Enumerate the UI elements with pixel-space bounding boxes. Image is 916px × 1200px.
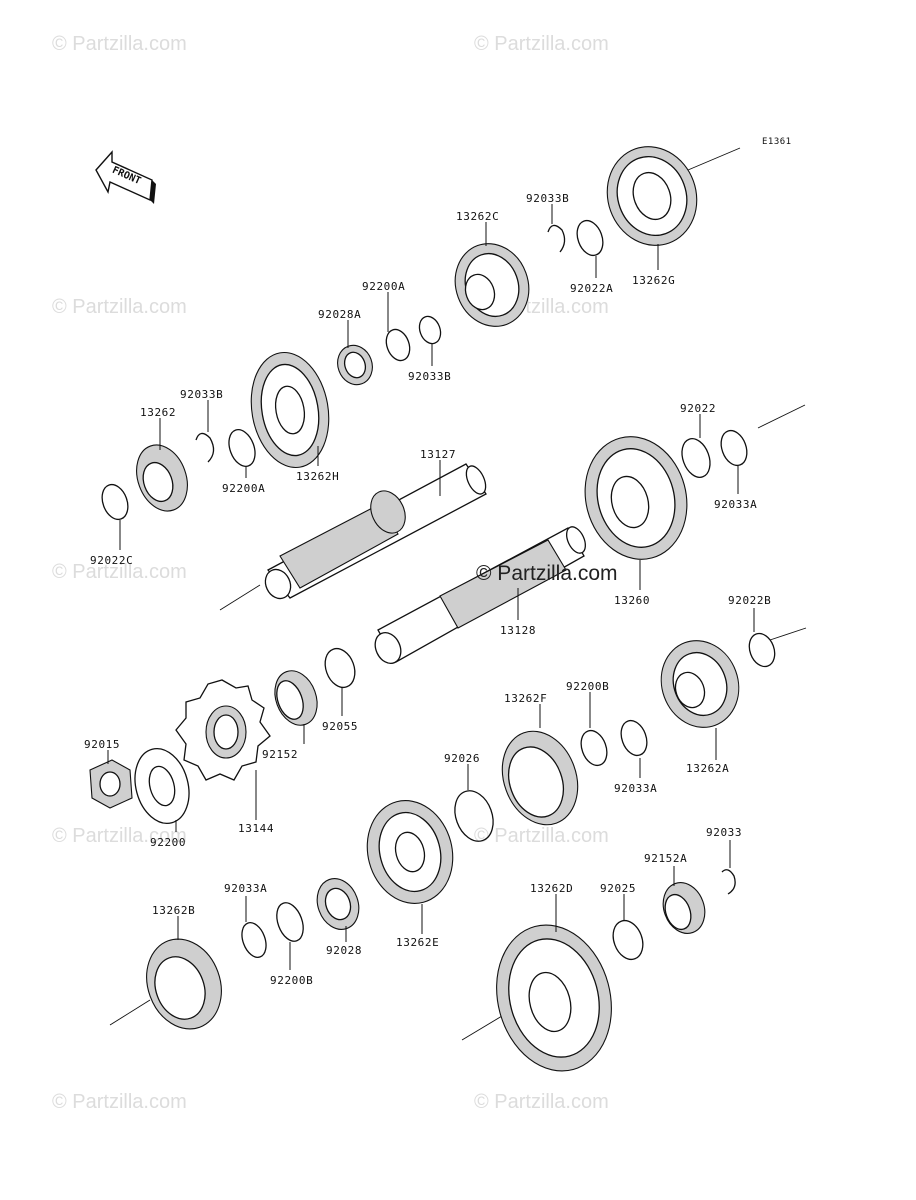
diagram-code: E1361 — [762, 137, 792, 147]
part-label[interactable]: 92200B — [566, 680, 609, 693]
watermark: © Partzilla.com — [474, 825, 609, 847]
part-label[interactable]: 92033B — [180, 388, 223, 401]
gear-13262d[interactable] — [481, 912, 627, 1084]
collar-92152a[interactable] — [656, 877, 711, 940]
watermark: © Partzilla.com — [52, 561, 187, 583]
washer-92025[interactable] — [608, 916, 648, 963]
part-label[interactable]: 92152A — [644, 852, 687, 865]
circlip-92033b-left[interactable] — [195, 432, 215, 463]
part-label[interactable]: 92033 — [706, 826, 742, 839]
gear-13262h[interactable] — [243, 346, 338, 473]
leader-lines — [107, 204, 755, 970]
part-label[interactable]: 92022C — [90, 554, 133, 567]
washer-92022c[interactable] — [98, 481, 133, 523]
circlip-92033b-top[interactable] — [547, 224, 566, 253]
part-label[interactable]: 13262B — [152, 904, 195, 917]
washer-92026[interactable] — [448, 785, 500, 846]
center-watermark: © Partzilla.com — [476, 562, 618, 585]
gear-13260[interactable] — [572, 425, 701, 571]
part-label[interactable]: 92033A — [614, 782, 657, 795]
front-arrow-icon: FRONT — [95, 150, 156, 204]
watermark: © Partzilla.com — [52, 296, 187, 318]
washer-92200a-top[interactable] — [382, 326, 414, 364]
washer-92200[interactable] — [127, 743, 197, 830]
gear-13262a[interactable] — [649, 630, 751, 739]
washer-92022a[interactable] — [573, 217, 608, 259]
part-label[interactable]: 13262F — [504, 692, 547, 705]
part-label[interactable]: 13144 — [238, 822, 274, 835]
collar-92152[interactable] — [268, 665, 325, 731]
watermark: © Partzilla.com — [52, 825, 187, 847]
washer-92200a-left[interactable] — [224, 426, 260, 470]
circlip-92033b-mid[interactable] — [416, 313, 444, 346]
watermark: © Partzilla.com — [474, 33, 609, 55]
bearing-92028[interactable] — [310, 873, 365, 936]
watermark: © Partzilla.com — [52, 33, 187, 55]
part-label[interactable]: 13262C — [456, 210, 499, 223]
part-label[interactable]: 92022 — [680, 402, 716, 415]
part-label[interactable]: 92033A — [714, 498, 757, 511]
part-label[interactable]: 13262 — [140, 406, 176, 419]
part-labels: 13262C 92033B 92022A 13262G 92200A 92028… — [84, 192, 771, 987]
watermark: © Partzilla.com — [474, 1091, 609, 1113]
circlip-92033a-mid[interactable] — [617, 717, 652, 759]
part-label[interactable]: 92152 — [262, 748, 298, 761]
part-label[interactable]: 92055 — [322, 720, 358, 733]
gear-13262b[interactable] — [134, 928, 233, 1039]
part-label[interactable]: 13262H — [296, 470, 339, 483]
circlip-92033a-right[interactable] — [717, 427, 752, 469]
gear-13262[interactable] — [128, 438, 196, 518]
shaft-13128[interactable] — [370, 524, 589, 668]
part-label[interactable]: 13262D — [530, 882, 573, 895]
nut-92015[interactable] — [89, 759, 133, 809]
watermark: © Partzilla.com — [52, 1091, 187, 1113]
gear-13262e[interactable] — [356, 791, 464, 913]
part-label[interactable]: 92200 — [150, 836, 186, 849]
part-label[interactable]: 92033A — [224, 882, 267, 895]
axis-lines — [109, 147, 807, 1041]
ring-92055[interactable] — [320, 644, 360, 691]
washer-92022b[interactable] — [745, 630, 779, 670]
part-label[interactable]: 92026 — [444, 752, 480, 765]
part-label[interactable]: 92200B — [270, 974, 313, 987]
part-label[interactable]: 92022B — [728, 594, 771, 607]
part-label[interactable]: 13262A — [686, 762, 729, 775]
part-label[interactable]: 92022A — [570, 282, 613, 295]
part-label[interactable]: 13260 — [614, 594, 650, 607]
shaft-13127[interactable] — [261, 463, 490, 603]
bearing-92028a[interactable] — [332, 340, 378, 389]
gear-13262f[interactable] — [490, 721, 590, 836]
part-label[interactable]: 13262E — [396, 936, 439, 949]
gear-13262c[interactable] — [444, 233, 540, 337]
gear-13262g[interactable] — [594, 134, 711, 258]
part-label[interactable]: 92033B — [408, 370, 451, 383]
washer-92200b-top[interactable] — [577, 727, 612, 769]
part-label[interactable]: 92200A — [362, 280, 405, 293]
part-label[interactable]: 92025 — [600, 882, 636, 895]
circlip-92033[interactable] — [721, 869, 736, 895]
part-label[interactable]: 13128 — [500, 624, 536, 637]
part-label[interactable]: 92033B — [526, 192, 569, 205]
part-label[interactable]: 92200A — [222, 482, 265, 495]
part-label[interactable]: 13127 — [420, 448, 456, 461]
washer-92200b-low[interactable] — [272, 899, 308, 945]
part-label[interactable]: 92028 — [326, 944, 362, 957]
washer-92022[interactable] — [677, 435, 715, 481]
part-label[interactable]: 92028A — [318, 308, 361, 321]
circlip-92033a-low[interactable] — [238, 919, 271, 960]
part-label[interactable]: 13262G — [632, 274, 675, 287]
part-label[interactable]: 92015 — [84, 738, 120, 751]
sprocket-13144[interactable] — [175, 679, 271, 781]
